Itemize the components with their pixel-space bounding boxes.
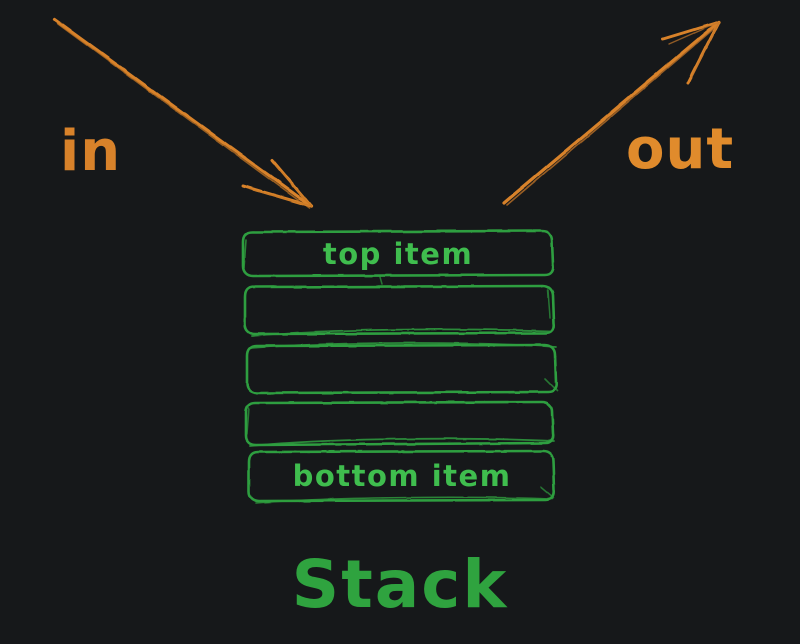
- stack-item-2[interactable]: [247, 345, 557, 393]
- in-arrow: [53, 18, 313, 209]
- stack-item-bottom[interactable]: bottom item: [249, 451, 555, 501]
- stack-item-3[interactable]: [246, 402, 554, 443]
- out-arrow: [502, 20, 721, 206]
- stack-boxes: [241, 229, 558, 504]
- stack-box-1[interactable]: [243, 284, 556, 337]
- stack-item-1[interactable]: [245, 286, 554, 334]
- stack-item-bottom-label: bottom item: [292, 459, 512, 493]
- stack-box-4[interactable]: [247, 449, 556, 504]
- stack-item-top[interactable]: top item: [243, 231, 553, 276]
- stack-box-0[interactable]: [241, 229, 555, 285]
- stack-box-2[interactable]: [245, 342, 558, 395]
- stack-item-top-label: top item: [322, 236, 474, 271]
- stack-box-3[interactable]: [244, 400, 555, 447]
